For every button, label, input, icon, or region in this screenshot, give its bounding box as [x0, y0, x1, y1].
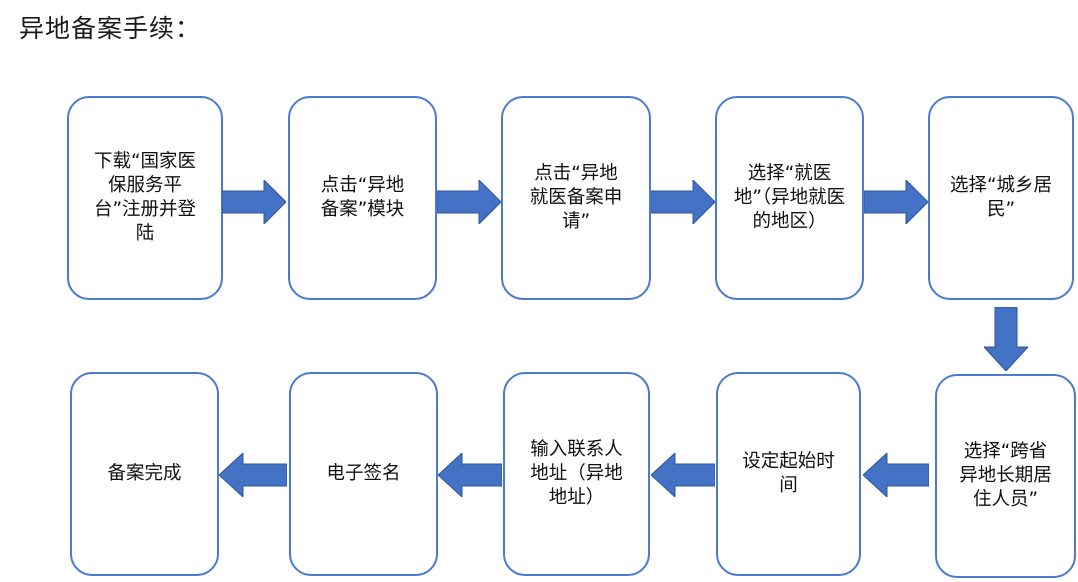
step-7-label: 设定起始时间	[742, 451, 835, 496]
step-2-label: 点击“异地备案”模块	[320, 175, 405, 220]
left-arrow-icon	[438, 453, 502, 497]
step-3-box: 点击“异地就医备案申请”	[501, 96, 651, 300]
step-8-box: 输入联系人地址（异地地址）	[503, 372, 650, 576]
left-arrow-icon	[863, 453, 929, 497]
step-4-box: 选择“就医地”（异地就医的地区）	[715, 96, 864, 300]
step-4-label: 选择“就医地”（异地就医的地区）	[733, 163, 846, 232]
down-arrow-icon	[984, 307, 1028, 371]
right-arrow-icon	[437, 180, 501, 224]
step-10-box: 备案完成	[70, 372, 219, 576]
step-5-label: 选择“城乡居民”	[949, 175, 1053, 220]
step-1-box: 下载“国家医保服务平台”注册并登陆	[67, 96, 223, 300]
step-3-label: 点击“异地就医备案申请”	[529, 163, 623, 232]
step-9-label: 电子签名	[326, 463, 401, 484]
step-5-box: 选择“城乡居民”	[928, 96, 1074, 300]
step-2-box: 点击“异地备案”模块	[288, 96, 437, 300]
step-8-label: 输入联系人地址（异地地址）	[530, 439, 623, 508]
step-1-label: 下载“国家医保服务平台”注册并登陆	[93, 151, 197, 244]
step-10-label: 备案完成	[107, 463, 182, 484]
step-6-label: 选择“跨省异地长期居住人员”	[959, 441, 1052, 510]
left-arrow-icon	[651, 453, 715, 497]
left-arrow-icon	[219, 453, 287, 497]
step-9-box: 电子签名	[289, 372, 438, 576]
step-7-box: 设定起始时间	[716, 372, 861, 576]
right-arrow-icon	[222, 180, 286, 224]
right-arrow-icon	[651, 180, 715, 224]
page-title: 异地备案手续：	[19, 14, 202, 43]
step-6-box: 选择“跨省异地长期居住人员”	[935, 374, 1076, 578]
right-arrow-icon	[864, 180, 928, 224]
